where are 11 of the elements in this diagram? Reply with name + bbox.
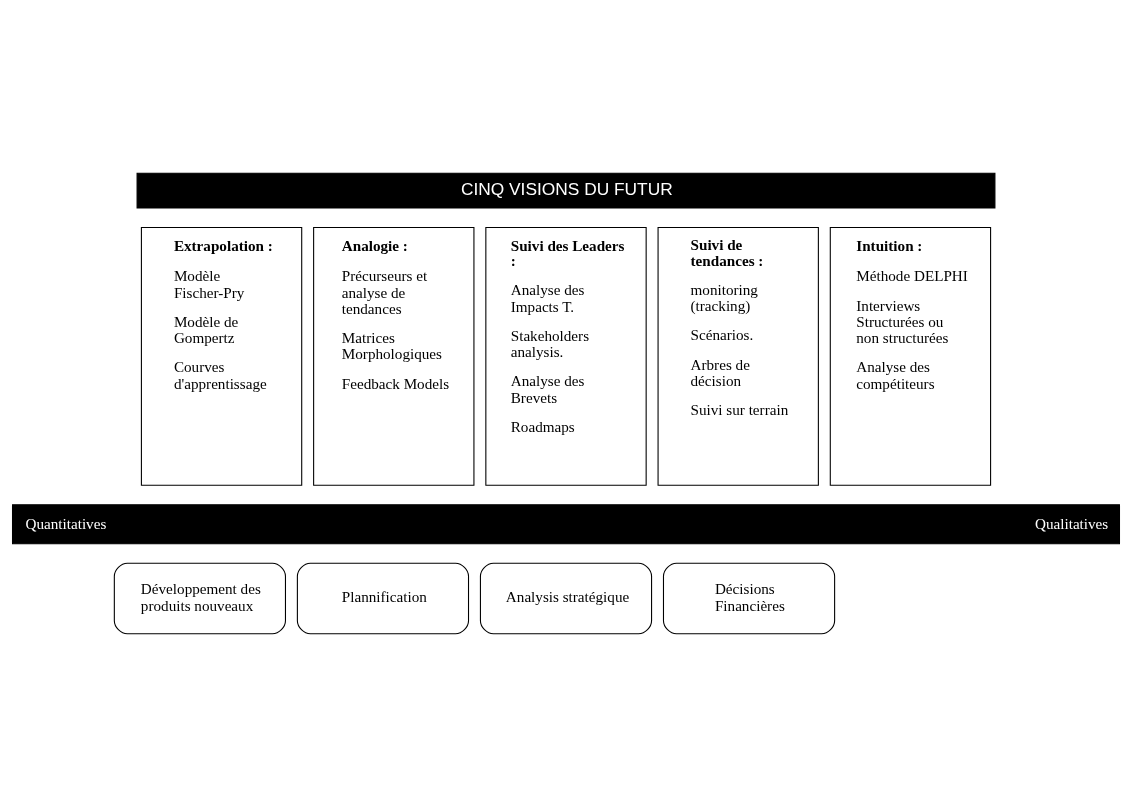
node-box: Intuition : Méthode DELPHI Interviews Structurées ou non structurées Analyse des compétiteurs xyxy=(829,226,992,486)
node-box: Analogie : Précurseurs et analyse de tendances Matrices Morphologiques Feedback Models xyxy=(313,226,475,486)
node-box: Suivi de tendances : monitoring (tracking) Scénarios. Arbres de décision Suivi sur terrain xyxy=(657,226,819,486)
node-box: Extrapolation : Modèle Fischer-Pry Modèle de Gompertz Courves d'apprentissage xyxy=(140,226,303,486)
node-box: Analysis stratégique xyxy=(479,562,653,635)
node-box: CINQ VISIONS DU FUTUR xyxy=(136,172,996,209)
node-box: Suivi des Leaders : Analyse des Impacts T. Stakeholders analysis. Analyse des Brevets Roadmaps xyxy=(485,226,647,486)
node-box: Plannification xyxy=(296,562,470,635)
node-box: Décisions Financières xyxy=(662,562,836,635)
node-box: Quantitatives Qualitatives xyxy=(12,504,1120,545)
node-box: Développement des produits nouveaux xyxy=(113,562,286,635)
